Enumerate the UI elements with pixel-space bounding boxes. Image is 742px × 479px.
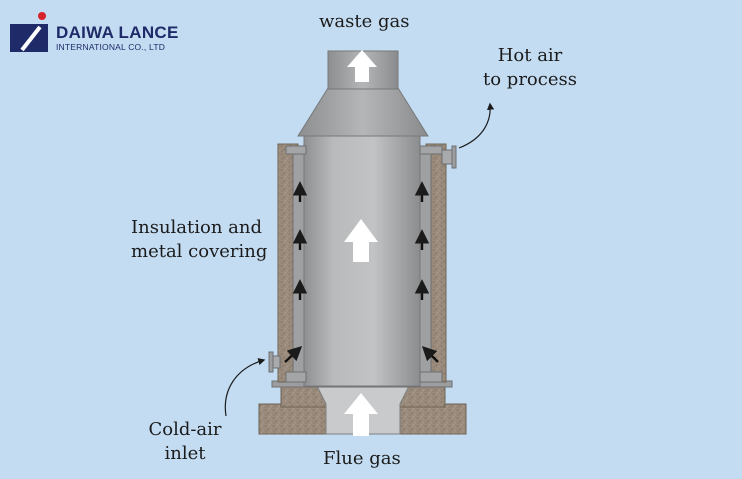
annulus-arrow-inlet-left: [284, 346, 303, 363]
waste-gas-label: waste gas: [319, 11, 410, 32]
cold-air-label: Cold-air inlet: [140, 418, 230, 466]
flue-gas-arrow: [344, 393, 378, 436]
cold-air-leader: [224, 358, 266, 417]
bottom-flange-left: [285, 371, 307, 383]
hot-air-nozzle: [441, 149, 453, 165]
cold-air-nozzle-flange: [268, 351, 274, 373]
core-gas-arrow: [344, 219, 378, 262]
hot-air-label-line2: to process: [483, 69, 577, 90]
annulus-arrows: [284, 181, 439, 363]
cold-air-label-line1: Cold-air: [148, 419, 222, 440]
cone-top: [297, 87, 429, 137]
logo-subtitle: INTERNATIONAL CO., LTD: [56, 42, 166, 52]
insulation-label: Insulation and metal covering: [131, 216, 267, 264]
insulation-label-line1: Insulation and: [131, 217, 263, 238]
top-flange-left: [285, 145, 307, 155]
logo-name: DAIWA LANCE: [56, 23, 179, 42]
hot-air-nozzle-flange: [451, 145, 457, 169]
cold-air-label-line2: inlet: [164, 443, 206, 464]
logo-mark: [10, 12, 48, 52]
top-flange-right: [419, 145, 443, 155]
flue-gas-label: Flue gas: [323, 448, 401, 469]
waste-gas-arrow: [347, 50, 377, 82]
hot-air-leader: [458, 102, 495, 149]
hot-air-label: Hot air to process: [480, 44, 580, 92]
annulus-arrow-inlet-right: [421, 345, 439, 363]
hot-air-label-line1: Hot air: [497, 45, 563, 66]
insulation-label-line2: metal covering: [131, 241, 268, 262]
bottom-flange-right: [419, 371, 443, 383]
